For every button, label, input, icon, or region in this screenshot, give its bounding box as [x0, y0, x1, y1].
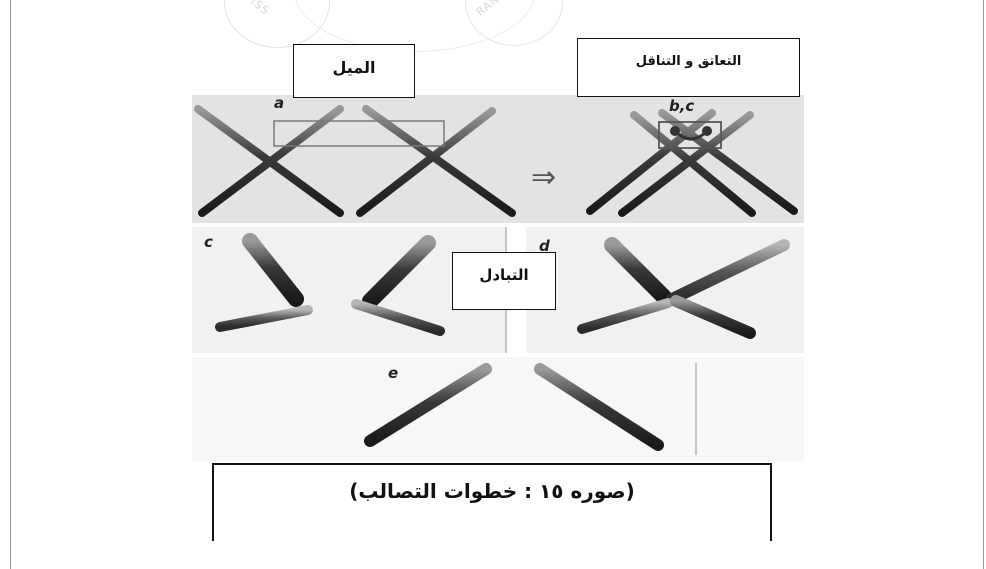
panel-e-background	[192, 357, 804, 461]
panel-letter-a: a	[274, 95, 284, 112]
panel-letter-c: c	[204, 233, 213, 251]
chromosome-bc-pair	[586, 109, 798, 217]
chromosome-a-left	[194, 105, 344, 217]
chiasma-contact	[670, 126, 712, 141]
chromatid-segments-d	[577, 237, 790, 339]
chromatid-segments-c	[215, 233, 445, 336]
figure-caption-text: (صوره ١٥ : خطوات التصالب)	[349, 479, 635, 503]
page-frame	[10, 0, 984, 569]
label-exchange: التبادل	[452, 252, 556, 310]
panel-letter-bc: b,c	[669, 97, 694, 115]
panel-letter-d: d	[539, 237, 550, 255]
chromosome-a-right	[356, 105, 516, 217]
highlight-box-a	[273, 120, 445, 147]
crossing-over-diagram: a b,c c d e ⇒	[192, 95, 804, 461]
chromatids-e	[364, 363, 664, 451]
panel-letter-e: e	[388, 364, 398, 382]
label-tilt: الميل	[293, 44, 415, 98]
figure-caption: (صوره ١٥ : خطوات التصالب)	[212, 463, 772, 541]
arrow-icon: ⇒	[531, 160, 556, 195]
highlight-box-bc	[658, 121, 722, 149]
label-synapsis: التعاتق و التناقل	[577, 38, 800, 97]
